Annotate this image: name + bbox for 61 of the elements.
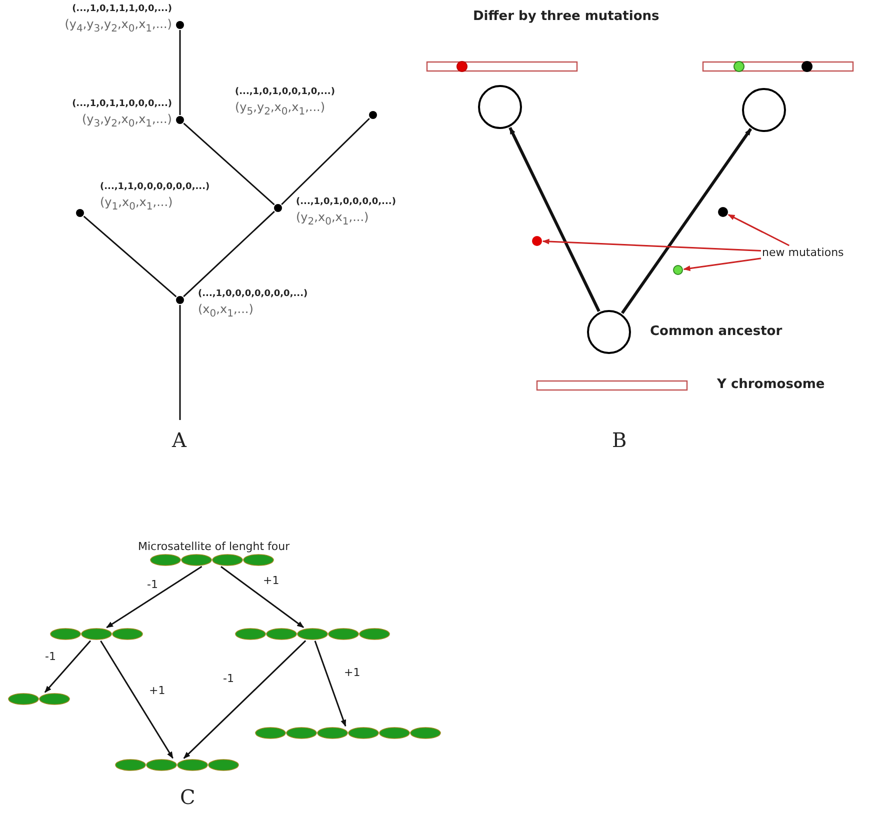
arrow (220, 566, 304, 628)
bead-chain (150, 554, 274, 566)
bar-label: Y chromosome (717, 377, 825, 392)
bead-chain (50, 628, 143, 640)
mutation-dot (718, 207, 728, 217)
tree-branch-line (281, 118, 370, 206)
diagram-heading: Microsatellite of lenght four (138, 540, 290, 553)
tree-node-dot (369, 111, 377, 119)
tree-branch-line (179, 305, 181, 420)
individual-circle (742, 88, 786, 132)
lineage-tuple-text: (y$_{2}$,x$_{0}$,x$_{1}$,...) (296, 210, 369, 228)
diagram-heading: Differ by three mutations (473, 9, 660, 24)
tree-node-dot (76, 209, 84, 217)
arrow (314, 640, 346, 727)
tree-node-dot (176, 21, 184, 29)
tree-branch-line (83, 216, 177, 298)
arrow (620, 128, 752, 314)
lineage-tuple-text: (y$_{3}$,y$_{2}$,x$_{0}$,x$_{1}$,...) (82, 112, 172, 130)
lineage-tuple-text: (y$_{1}$,x$_{0}$,x$_{1}$,...) (100, 195, 173, 212)
bead-chain (235, 628, 390, 640)
binary-sequence-text: (...,1,0,1,1,1,0,0,...) (72, 4, 172, 14)
edge-label: +1 (343, 666, 362, 679)
lineage-tuple-text: (x$_{0}$,x$_{1}$,...) (198, 302, 254, 320)
bead-chain (255, 727, 441, 739)
binary-sequence-text: (...,1,0,1,0,0,1,0,...) (235, 87, 335, 97)
edge-label: -1 (146, 578, 159, 591)
tree-node-dot (274, 204, 282, 212)
binary-sequence-text: (...,1,0,1,0,0,0,0,...) (296, 197, 396, 207)
binary-sequence-text: (...,1,0,0,0,0,0,0,0,...) (198, 289, 308, 299)
leader-arrow (683, 258, 762, 272)
tree-branch-line (183, 122, 275, 206)
tree-node-dot (176, 116, 184, 124)
leader-arrow (542, 238, 762, 252)
node-caption: Common ancestor (650, 324, 782, 339)
binary-sequence-text: (...,1,1,0,0,0,0,0,0,...) (100, 182, 210, 192)
tree-branch-line (183, 210, 275, 298)
arrow (508, 127, 600, 312)
edge-label: -1 (44, 650, 57, 663)
panel-letter: A (172, 428, 186, 452)
bead-chain (8, 693, 70, 705)
arrow (183, 640, 306, 759)
lineage-tuple-text: (y$_{5}$,y$_{2}$,x$_{0}$,x$_{1}$,...) (235, 100, 326, 118)
mutation-dot (532, 236, 542, 246)
panel-letter: B (612, 428, 627, 452)
arrow (106, 566, 202, 628)
edge-label: -1 (222, 672, 235, 685)
arrow (44, 640, 92, 693)
bead-chain (115, 759, 239, 771)
tree-node-dot (176, 296, 184, 304)
ancestor-circle (587, 310, 631, 354)
arrow (100, 640, 174, 759)
lineage-tuple-text: (y$_{4}$,y$_{3}$,y$_{2}$,x$_{0}$,x$_{1}$,...) (64, 17, 172, 34)
binary-sequence-text: (...,1,0,1,1,0,0,0,...) (72, 99, 172, 109)
edge-label: +1 (148, 684, 166, 697)
leader-arrow (728, 214, 790, 246)
annotation-text: new mutations (762, 246, 844, 259)
panel-letter: C (180, 785, 196, 809)
tree-branch-line (179, 30, 181, 115)
edge-label: +1 (262, 574, 280, 587)
individual-circle (478, 85, 522, 129)
mutation-dot (673, 265, 683, 275)
